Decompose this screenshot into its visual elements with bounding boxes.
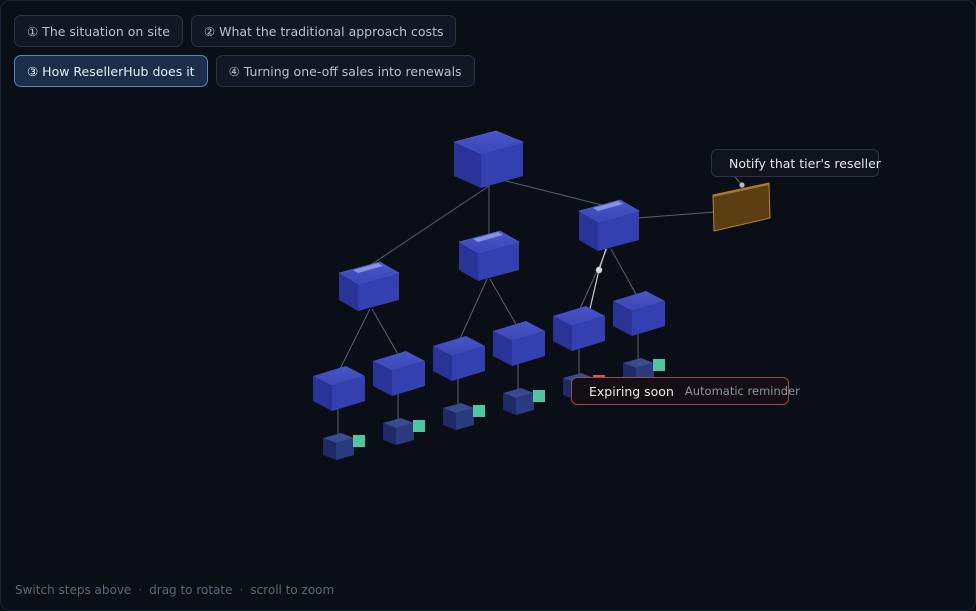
notify-label: Notify that tier's reseller xyxy=(729,155,881,171)
hint-separator: · xyxy=(239,583,244,597)
device-status-icon xyxy=(473,405,485,417)
tier-node-box-middle[interactable] xyxy=(458,230,520,281)
leaf-node-box-3[interactable] xyxy=(433,336,485,381)
path-node xyxy=(595,266,603,274)
reseller-panel[interactable] xyxy=(712,182,771,232)
tier-node-box-right[interactable] xyxy=(578,199,640,251)
tier-node-box-left[interactable] xyxy=(338,261,400,311)
hint-switch: Switch steps above xyxy=(15,583,132,597)
notify-reseller-callout: Notify that tier's reseller xyxy=(711,149,881,177)
interaction-hint: Switch steps above · drag to rotate · scroll… xyxy=(15,583,334,597)
tab-step-4[interactable]: ④ Turning one-off sales into renewals xyxy=(215,55,475,87)
device-1[interactable] xyxy=(323,433,365,460)
device-4[interactable] xyxy=(503,388,545,415)
panel-anchor xyxy=(739,182,745,188)
hint-separator: · xyxy=(138,583,143,597)
leaf-node-box-2[interactable] xyxy=(373,351,425,396)
device-status-icon xyxy=(653,359,665,371)
leaf-node-box-5[interactable] xyxy=(553,306,605,351)
expiring-label: Expiring soon xyxy=(589,383,674,399)
tab-step-1[interactable]: ① The situation on site xyxy=(14,15,183,47)
leaf-node-box-4[interactable] xyxy=(493,321,545,366)
hint-drag: drag to rotate xyxy=(149,583,233,597)
tab-step-2[interactable]: ② What the traditional approach costs xyxy=(190,15,457,47)
device-3[interactable] xyxy=(443,403,485,430)
leaf-node-box-1[interactable] xyxy=(313,366,365,411)
leaf-node-box-6[interactable] xyxy=(613,291,665,336)
active-path xyxy=(588,248,607,314)
step-tabs: ① The situation on site ② What the tradi… xyxy=(14,15,634,87)
tab-step-3[interactable]: ③ How ResellerHub does it xyxy=(14,55,208,87)
device-status-icon xyxy=(533,390,545,402)
device-2[interactable] xyxy=(383,418,425,445)
expiring-sublabel: Automatic reminder xyxy=(684,384,800,398)
device-status-icon xyxy=(413,420,425,432)
root-node-box[interactable] xyxy=(453,130,524,188)
expiring-soon-callout: Expiring soon Automatic reminder xyxy=(571,377,800,405)
hint-scroll: scroll to zoom xyxy=(250,583,335,597)
device-status-icon xyxy=(353,435,365,447)
